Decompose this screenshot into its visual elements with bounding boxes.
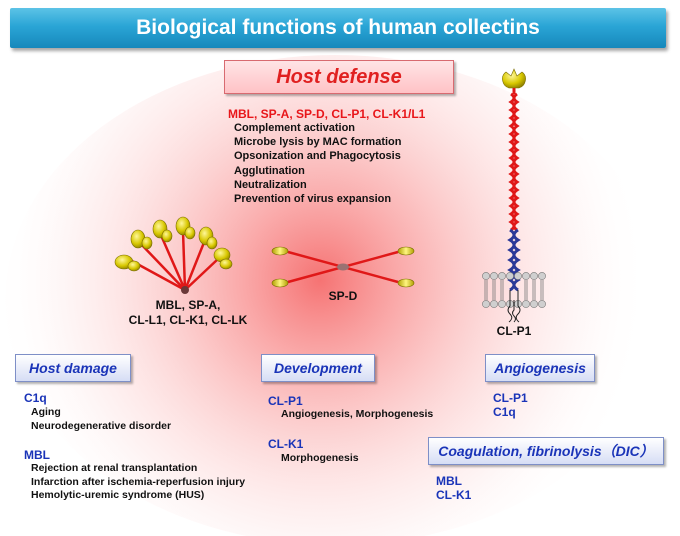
clp1-label: CL-P1 <box>496 324 532 338</box>
function-item: Complement activation <box>234 122 356 134</box>
function-item: Microbe lysis by MAC formation <box>234 136 402 149</box>
bouquet-label: MBL, SP-A, CL-L1, CL-K1, CL-LK <box>128 298 248 327</box>
host-damage-box: Host damage <box>15 354 131 382</box>
angiogenesis-box: Angiogenesis <box>485 354 595 382</box>
coagulation-item: MBL <box>436 474 462 488</box>
angiogenesis-item: CL-P1 <box>493 391 528 405</box>
function-item: Prevention of virus expansion <box>234 193 392 206</box>
host-damage-mbl: MBL <box>24 448 50 462</box>
mbl-items: Rejection at renal transplantation Infar… <box>31 462 246 501</box>
coagulation-box: Coagulation, fibrinolysis（DIC） <box>428 437 664 465</box>
development-clp1: CL-P1 <box>268 394 303 408</box>
angiogenesis-item: C1q <box>493 405 516 419</box>
development-clk1: CL-K1 <box>268 437 304 451</box>
host-damage-c1q: C1q <box>24 391 47 405</box>
title-banner: Biological functions of human collectins <box>10 8 666 48</box>
host-defense-box: Host defense <box>224 60 454 94</box>
host-defense-proteins: MBL, SP-A, SP-D, CL-P1, CL-K1/L1 <box>228 107 426 121</box>
function-item: Neutralization <box>234 178 307 191</box>
development-clp1-item: Angiogenesis, Morphogenesis <box>281 408 434 420</box>
coagulation-item: CL-K1 <box>436 488 472 502</box>
development-box: Development <box>261 354 375 382</box>
function-item: Agglutination <box>234 164 305 177</box>
c1q-items: Aging Neurodegenerative disorder <box>31 406 172 432</box>
host-defense-functions: Complement activation Microbe lysis by M… <box>234 121 401 206</box>
development-clk1-item: Morphogenesis <box>281 452 359 464</box>
clp1-structure <box>482 68 546 323</box>
spd-label: SP-D <box>328 289 358 303</box>
function-item: Opsonization and Phagocytosis <box>234 150 401 163</box>
spd-structure <box>271 246 415 288</box>
bouquet-structure <box>114 216 233 294</box>
